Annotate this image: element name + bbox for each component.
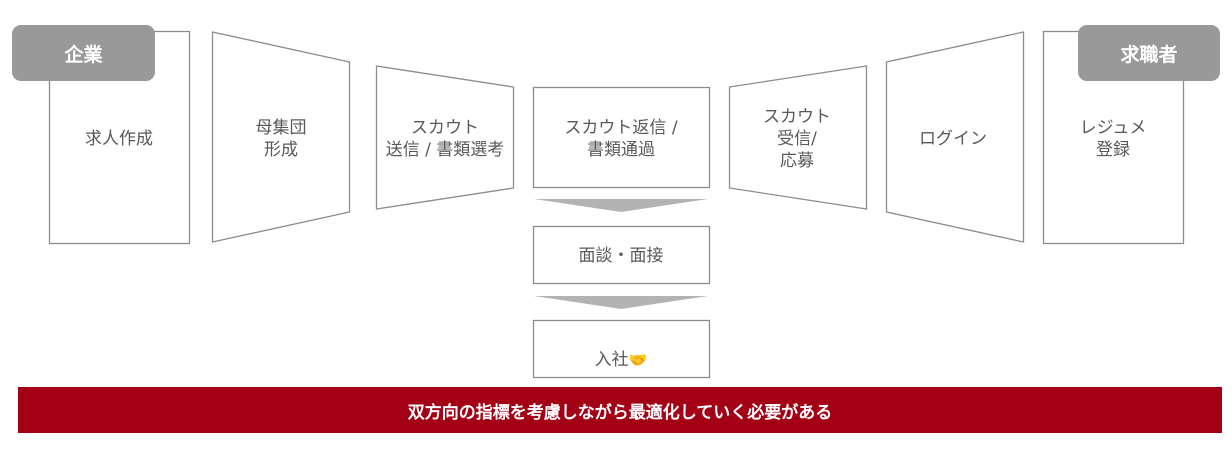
step-label-hire: 入社	[594, 350, 629, 370]
conclusion-banner: 双方向の指標を考慮しながら最適化していく必要がある	[18, 387, 1222, 433]
step-trapezoid-population	[211, 31, 351, 243]
step-label-scout-send: スカウト 送信 / 書類選考	[385, 118, 505, 160]
step-box-interview	[532, 225, 711, 285]
company-badge-label: 企業	[64, 43, 103, 66]
company-badge: 企業	[12, 25, 155, 81]
step-label-scout-receive: スカウト 受信/ 応募	[763, 107, 831, 171]
step-trapezoid-scout-receive	[728, 65, 868, 210]
step-label-scout-reply: スカウト返信 / 書類通過	[564, 118, 678, 160]
step-label-interview: 面談・面接	[578, 246, 664, 266]
conclusion-text: 双方向の指標を考慮しながら最適化していく必要がある	[407, 402, 833, 423]
step-label-job-creation: 求人作成	[85, 129, 153, 149]
step-label-hire-wrap: 入社🤝	[595, 327, 648, 371]
handshake-icon: 🤝	[628, 351, 648, 369]
step-box-hire	[532, 319, 711, 379]
job-seeker-badge-label: 求職者	[1120, 43, 1178, 66]
down-arrow-icon	[534, 296, 708, 309]
step-trapezoid-scout-send	[375, 65, 515, 210]
step-label-resume: レジュメ 登録	[1079, 118, 1147, 160]
job-seeker-badge: 求職者	[1078, 25, 1220, 81]
down-arrow-icon	[534, 199, 708, 212]
step-label-login: ログイン	[919, 129, 987, 149]
step-box-scout-reply	[532, 86, 711, 189]
step-label-population: 母集団 形成	[255, 118, 307, 160]
step-trapezoid-login	[885, 31, 1025, 243]
